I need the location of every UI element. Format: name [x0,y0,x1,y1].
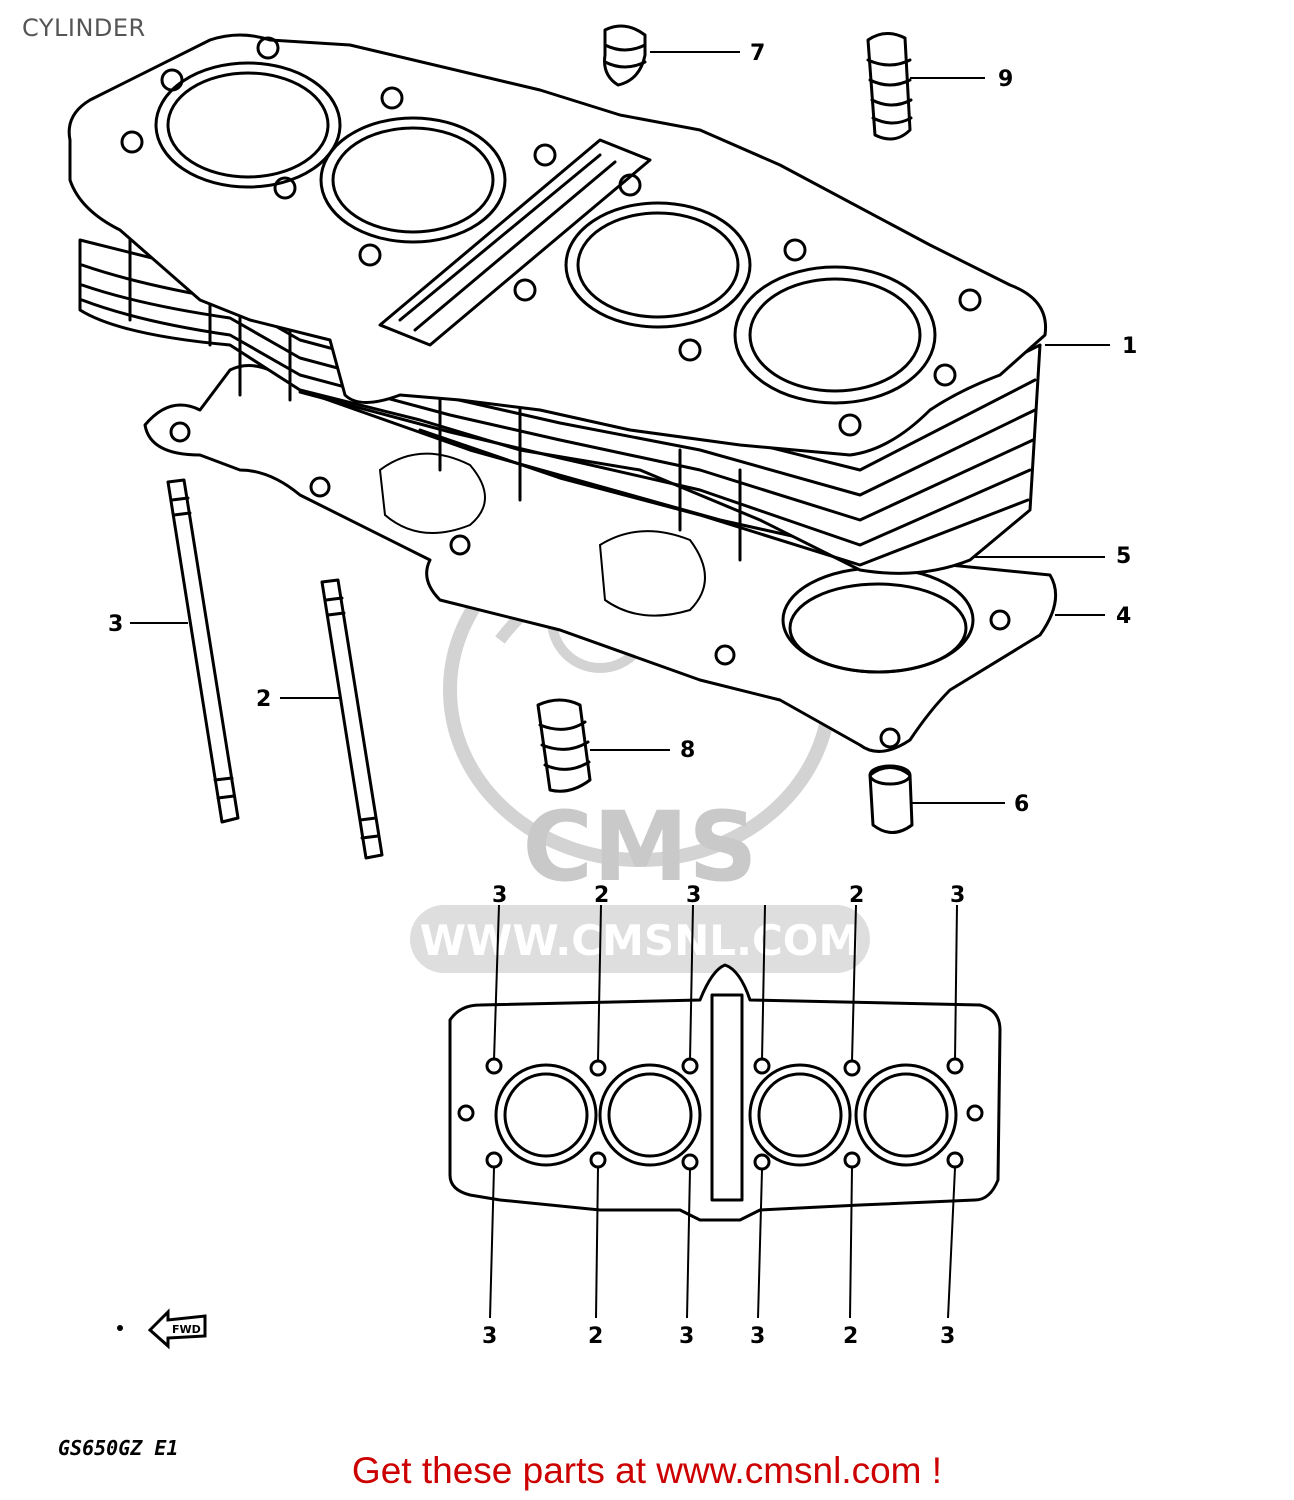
bolt-label-bottom-6: 3 [940,1324,955,1349]
callout-4: 4 [1116,604,1131,629]
bolt-pattern-top-labels: 3 2 3 2 3 [492,883,965,908]
callout-3: 3 [108,612,123,637]
o-ring [781,566,975,674]
callout-9: 9 [998,67,1013,92]
watermark-url: WWW.CMSNL.COM [420,916,861,965]
stud-bolt-short [320,578,384,860]
footer-link[interactable]: Get these parts at www.cmsnl.com ! [351,1450,943,1491]
bolt-label-top-4: 2 [849,883,864,908]
bolt-label-bottom-1: 3 [482,1324,497,1349]
direction-label: FWD [172,1323,201,1336]
callout-6: 6 [1014,792,1029,817]
stud-bolt-long [166,478,240,824]
cylinder-block [67,33,1048,575]
bolt-label-bottom-4: 3 [750,1324,765,1349]
leader-lines [130,51,1110,804]
watermark-brand: CMS [522,791,757,903]
bolt-pattern-bottom-labels: 3 2 3 3 2 3 [482,1324,955,1349]
page-title: CYLINDER [22,14,146,42]
bolt-label-bottom-5: 2 [843,1324,858,1349]
part-callouts: 7 9 1 5 4 3 2 8 6 [108,41,1137,817]
spacer-part-9 [866,32,913,141]
callout-5: 5 [1116,544,1131,569]
model-code: GS650GZ E1 [58,1436,179,1460]
forward-direction-arrow: FWD [117,1308,207,1350]
dowel-pin [868,764,914,834]
bolt-label-top-3: 3 [686,883,701,908]
bolt-label-bottom-2: 2 [588,1324,603,1349]
bolt-label-bottom-3: 3 [679,1324,694,1349]
callout-7: 7 [750,41,765,66]
callout-2: 2 [256,687,271,712]
bolt-pattern-view [448,904,1002,1319]
spacer-part-8 [536,698,592,793]
callout-1: 1 [1122,334,1137,359]
callout-8: 8 [680,738,695,763]
bolt-label-top-5: 3 [950,883,965,908]
cap-nut [603,24,647,87]
bolt-label-top-2: 2 [594,883,609,908]
bolt-label-top-1: 3 [492,883,507,908]
